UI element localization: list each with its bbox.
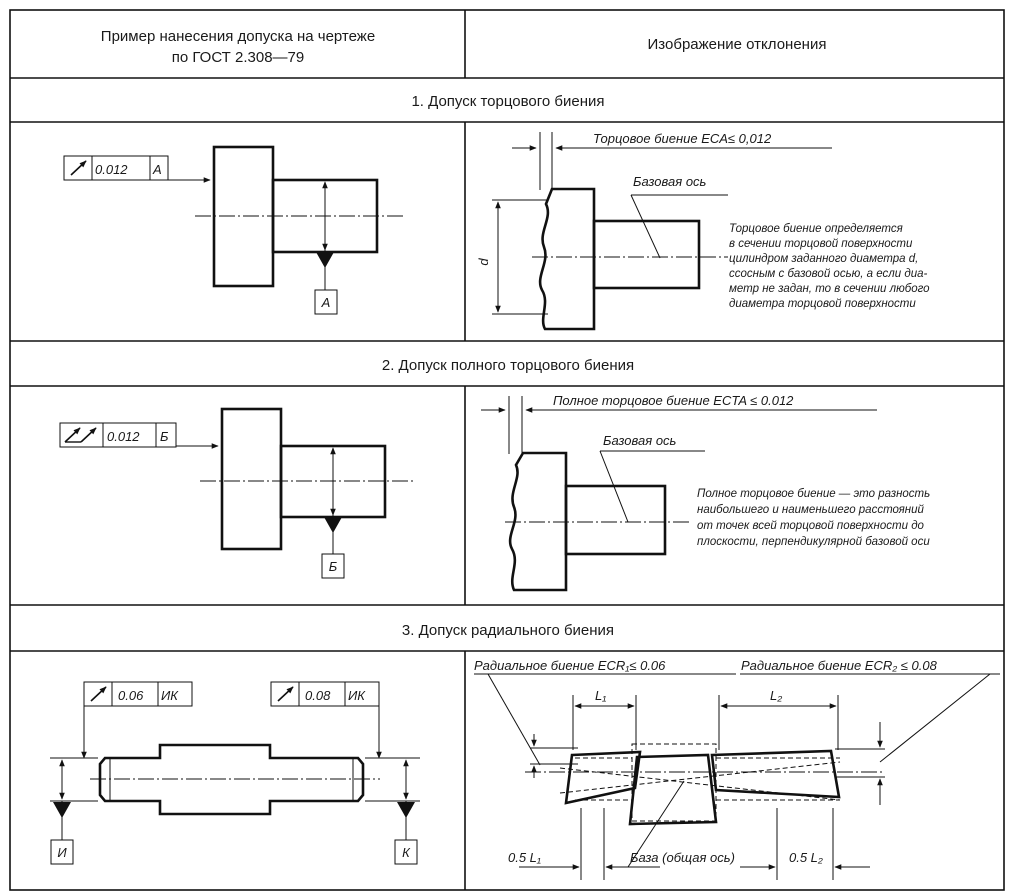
- flange-profile-wavy: [538, 187, 596, 331]
- section-1-example-drawing: 0.012 А А: [63, 145, 406, 315]
- frame-3b-value: 0.08: [305, 688, 331, 703]
- note-1-line-4: ссосным с базовой осью, а если диа-: [729, 268, 927, 280]
- section-2-deviation-drawing: Полное торцовое биение ECTA ≤ 0.012 Базо…: [481, 393, 930, 592]
- section-2-example-drawing: 0.012 Б Б: [59, 407, 414, 579]
- header-right: Изображение отклонения: [648, 36, 827, 53]
- datum-letter-a: А: [321, 295, 331, 310]
- deviation-3b-label: Радиальное биение ECR₂ ≤ 0.08: [741, 658, 938, 673]
- section-3-title: 3. Допуск радиального биения: [402, 622, 614, 639]
- frame-1-value: 0.012: [95, 162, 128, 177]
- note-2-line-1: Полное торцовое биение — это разность: [697, 488, 930, 500]
- datum-box-i: [50, 839, 74, 865]
- frame-1-base: А: [152, 162, 162, 177]
- tolerance-frame-2: 0.012 Б: [59, 422, 177, 448]
- datum-letter-b: Б: [329, 559, 338, 574]
- section-1-deviation-drawing: Торцовое биение ECA≤ 0,012 Базовая ось d…: [476, 131, 930, 331]
- total-runout-arrow-icon: [64, 427, 97, 443]
- section-1-title: 1. Допуск торцового биения: [411, 93, 604, 110]
- l1-label: L₁: [595, 688, 606, 703]
- half-l2-label: 0.5 L₂: [789, 850, 823, 865]
- datum-letter-k: К: [402, 845, 411, 860]
- section-2-title: 2. Допуск полного торцового биения: [382, 357, 634, 374]
- half-l1-label: 0.5 L₁: [508, 850, 541, 865]
- diameter-label: d: [476, 258, 491, 266]
- tolerance-frame-3a: 0.06 ИК: [83, 681, 193, 707]
- displaced-left-journal: [564, 750, 642, 805]
- datum-letter-i: И: [57, 845, 67, 860]
- note-1-line-3: цилиндром заданного диаметра d,: [729, 253, 918, 265]
- deviation-1-label: Торцовое биение ECA≤ 0,012: [593, 131, 772, 146]
- header-left-line1: Пример нанесения допуска на чертеже: [101, 28, 375, 45]
- note-1-line-2: в сечении торцовой поверхности: [729, 238, 913, 250]
- note-2-line-2: наибольшего и наименьшего расстояний: [697, 504, 925, 516]
- frame-3a-value: 0.06: [118, 688, 144, 703]
- displaced-center: [628, 753, 718, 826]
- datum-triangle-icon: [53, 802, 71, 818]
- runout-arrow-icon: [70, 160, 87, 176]
- flange-profile-wavy-2: [508, 451, 568, 592]
- flange-body-2: [220, 407, 283, 551]
- datum-triangle-icon: [316, 252, 334, 268]
- axis-label-1: Базовая ось: [633, 174, 707, 189]
- note-1-line-6: диаметра торцовой поверхности: [729, 298, 916, 310]
- deviation-3a-label: Радиальное биение ECR₁≤ 0.06: [474, 658, 666, 673]
- section-3-deviation-drawing: Радиальное биение ECR₁≤ 0.06 Радиальное …: [474, 658, 1000, 880]
- runout-arrow-icon: [90, 686, 107, 702]
- table-header: Пример нанесения допуска на чертеже по Г…: [101, 28, 827, 66]
- note-2-line-4: плоскости, перпендикулярной базовой оси: [697, 536, 930, 548]
- frame-2-value: 0.012: [107, 429, 140, 444]
- datum-box-a: [314, 289, 338, 315]
- frame-2-base: Б: [160, 429, 169, 444]
- table-grid: [9, 9, 1005, 891]
- tolerance-frame-3b: 0.08 ИК: [270, 681, 380, 707]
- frame-3a-base: ИК: [161, 688, 179, 703]
- section-3-example-drawing: 0.06 ИК 0.08 ИК И: [50, 681, 420, 865]
- datum-box-k: [394, 839, 418, 865]
- datum-triangle-icon: [397, 802, 415, 818]
- shaft-profile: [592, 219, 701, 290]
- l2-label: L₂: [770, 688, 782, 703]
- displaced-right-journal: [710, 749, 841, 799]
- runout-arrow-icon: [277, 686, 294, 702]
- datum-triangle-icon: [324, 517, 342, 533]
- base-label: База (общая ось): [630, 850, 735, 865]
- section-2-note: Полное торцовое биение — это разность на…: [697, 488, 930, 548]
- axis-label-2: Базовая ось: [603, 433, 677, 448]
- stepped-shaft: [98, 743, 365, 816]
- shaft-profile-2: [564, 484, 667, 556]
- note-1-line-1: Торцовое биение определяется: [729, 223, 903, 235]
- header-left-line2: по ГОСТ 2.308—79: [172, 49, 304, 66]
- frame-3b-base: ИК: [348, 688, 366, 703]
- tolerance-frame-1: 0.012 А: [63, 155, 169, 181]
- note-1-line-5: метр не задан, то в сечении любого: [729, 283, 930, 295]
- deviation-2-label: Полное торцовое биение ECTA ≤ 0.012: [553, 393, 794, 408]
- section-1-note: Торцовое биение определяется в сечении т…: [729, 223, 930, 310]
- note-2-line-3: от точек всей торцовой поверхности до: [697, 520, 925, 532]
- datum-box-b: [321, 553, 345, 579]
